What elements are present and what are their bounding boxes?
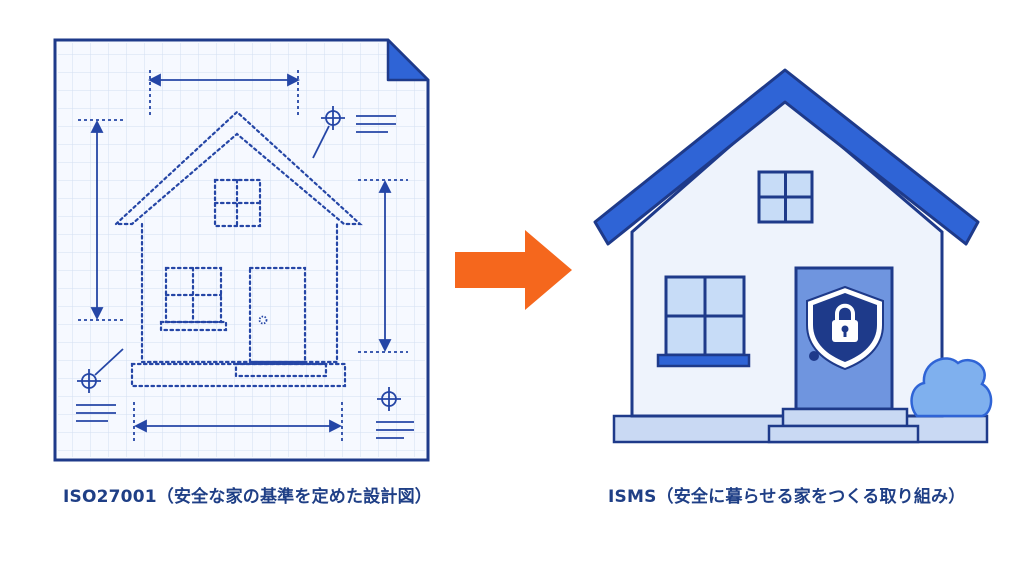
arrow-right-icon [455,230,572,310]
blueprint-document-icon [53,38,430,462]
caption-isms: ISMS（安全に暮らせる家をつくる取り組み） [608,487,966,507]
illustration-canvas [53,38,993,462]
house-step-lower [767,424,920,444]
house-step-upper [781,407,909,428]
house-roof [593,68,980,246]
dimension-lines [78,70,408,444]
blueprint-house [113,110,363,388]
house-attic-window [757,170,814,224]
house-walls [630,96,944,418]
house-window [656,275,751,368]
padlock-shield-icon [806,285,884,371]
blueprint-door-knob [258,315,268,325]
caption-iso27001: ISO27001（安全な家の基準を定めた設計図） [63,487,432,507]
crosshair-markers [76,106,414,439]
folded-corner [386,38,430,82]
secure-house-icon [593,68,993,444]
bush [910,357,993,418]
